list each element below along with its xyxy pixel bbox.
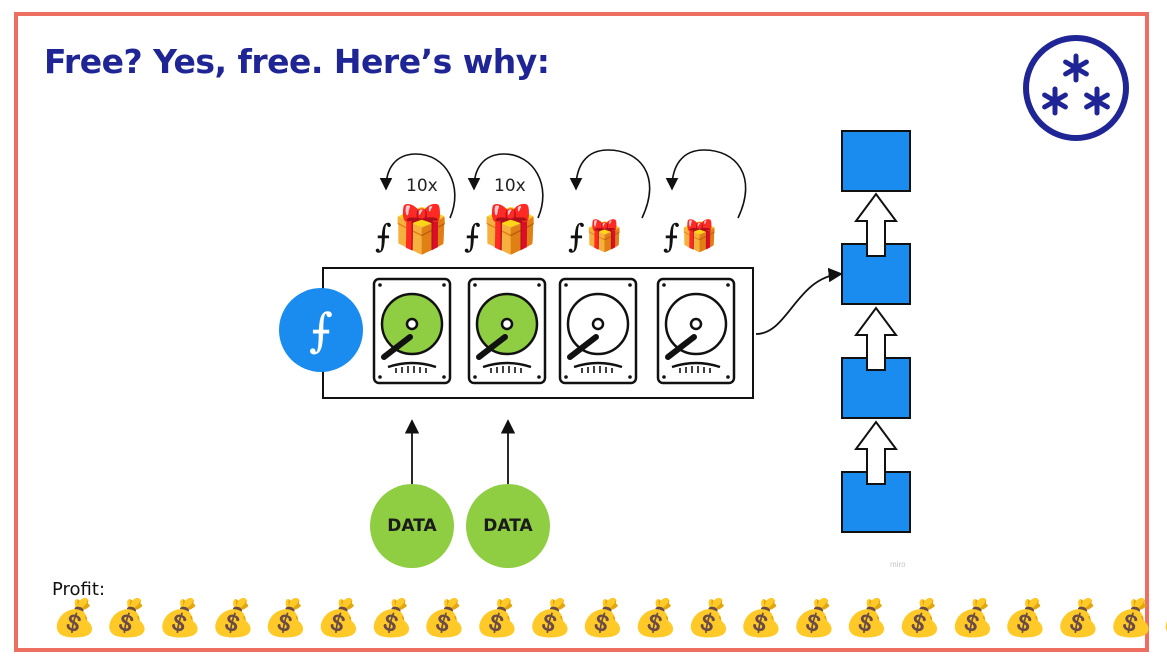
reward-loop-arrow [665, 149, 747, 219]
money-bag-icon: 💰 [580, 597, 626, 638]
filecoin-glyph: ⨍ [568, 217, 585, 255]
money-bag-icon: 💰 [210, 597, 256, 638]
svg-text:⨍: ⨍ [309, 303, 333, 357]
money-bag-icon: 💰 [1055, 597, 1101, 638]
data-input-circle: DATA [370, 484, 454, 568]
reward-loop-arrow [569, 149, 651, 219]
reward-multiplier: 10x [406, 176, 438, 196]
money-bag-icon: 💰 [157, 597, 203, 638]
profit-bags: 💰💰💰💰💰💰💰💰💰💰💰💰💰💰💰💰💰💰💰💰💰💰 [52, 600, 1167, 636]
filecoin-glyph: ⨍ [464, 217, 481, 255]
storage-diagram: ⨍ [279, 130, 911, 533]
money-bag-icon: 💰 [316, 597, 361, 638]
money-bag-icon: 💰 [1002, 597, 1048, 638]
money-bag-icon: 💰 [1108, 597, 1154, 638]
reward-group: ⨍ 🎁 [568, 192, 623, 252]
reward-group: ⨍ 🎁 [663, 192, 718, 252]
blockchain [841, 130, 911, 533]
money-bag-icon: 💰 [897, 597, 943, 638]
money-bag-icon: 💰 [950, 597, 995, 638]
money-bag-icon: 💰 [685, 597, 731, 638]
money-bag-icon: 💰 [844, 597, 890, 638]
filecoin-glyph: ⨍ [375, 217, 392, 255]
chain-link-arrow [755, 267, 843, 335]
hard-drive-icon [467, 277, 547, 385]
block [841, 130, 911, 192]
money-bag-icon: 💰 [474, 597, 520, 638]
filecoin-icon: ⨍ [279, 288, 363, 372]
profit-label: Profit: [52, 579, 106, 600]
chain-up-arrow [854, 306, 898, 371]
slide: Free? Yes, free. Here’s why: [14, 12, 1167, 652]
chain-up-arrow [854, 420, 898, 485]
filecoin-glyph: ⨍ [663, 217, 680, 255]
gift-icon: 🎁 [585, 220, 624, 253]
reward-group: ⨍ 🎁 [464, 192, 539, 252]
reward-multiplier: 10x [494, 176, 526, 196]
data-input-circle: DATA [466, 484, 550, 568]
money-bag-icon: 💰 [52, 597, 97, 638]
money-bag-icon: 💰 [1161, 600, 1167, 636]
gift-icon: 🎁 [392, 203, 450, 255]
money-bag-icon: 💰 [104, 597, 150, 638]
slide-title: Free? Yes, free. Here’s why: [44, 42, 550, 81]
money-bag-icon: 💰 [738, 597, 784, 638]
money-bag-icon: 💰 [421, 597, 467, 638]
three-asterisks-logo [1023, 35, 1129, 141]
reward-loop-arrow [467, 153, 544, 219]
money-bag-icon: 💰 [368, 597, 414, 638]
hard-drive-icon [558, 277, 638, 385]
hard-drive-icon [656, 277, 736, 385]
gift-icon: 🎁 [481, 203, 539, 255]
money-bag-icon: 💰 [263, 597, 309, 638]
money-bag-icon: 💰 [791, 597, 837, 638]
chain-up-arrow [854, 192, 898, 257]
hard-drive-icon [372, 277, 452, 385]
money-bag-icon: 💰 [633, 597, 678, 638]
reward-group: ⨍ 🎁 [375, 192, 450, 252]
reward-loop-arrow [379, 153, 456, 219]
miro-watermark: miro [890, 560, 906, 569]
gift-icon: 🎁 [680, 220, 719, 253]
money-bag-icon: 💰 [527, 597, 573, 638]
